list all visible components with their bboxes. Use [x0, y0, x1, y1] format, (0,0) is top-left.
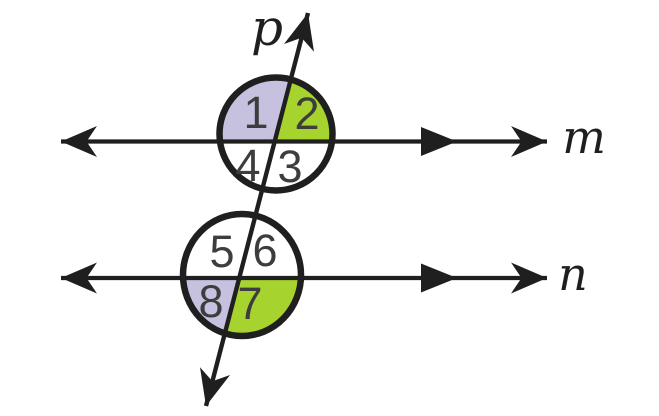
bottom-intersection-circle — [179, 210, 305, 340]
angle-6-label: 6 — [252, 225, 277, 276]
angle-4-label: 4 — [235, 140, 260, 191]
angle-1-label: 1 — [243, 87, 268, 138]
transversal-p — [203, 12, 311, 407]
top-intersection-circle — [216, 74, 336, 194]
line-n-label: n — [558, 247, 588, 301]
angle-5-label: 5 — [209, 226, 234, 277]
angle-8-label: 8 — [198, 276, 223, 327]
angle-2-label: 2 — [294, 88, 319, 139]
transversal-up-arrow-icon — [283, 9, 324, 52]
transversal-down-arrow-icon — [190, 367, 231, 410]
angle-7-label: 7 — [237, 278, 262, 329]
angle-3-label: 3 — [277, 141, 302, 192]
line-n-direction-marker-icon — [421, 263, 457, 293]
line-m-label: m — [562, 110, 606, 164]
angle-2-region — [274, 79, 331, 141]
transversal-label: p — [251, 0, 283, 57]
line-m-direction-marker-icon — [421, 127, 457, 156]
